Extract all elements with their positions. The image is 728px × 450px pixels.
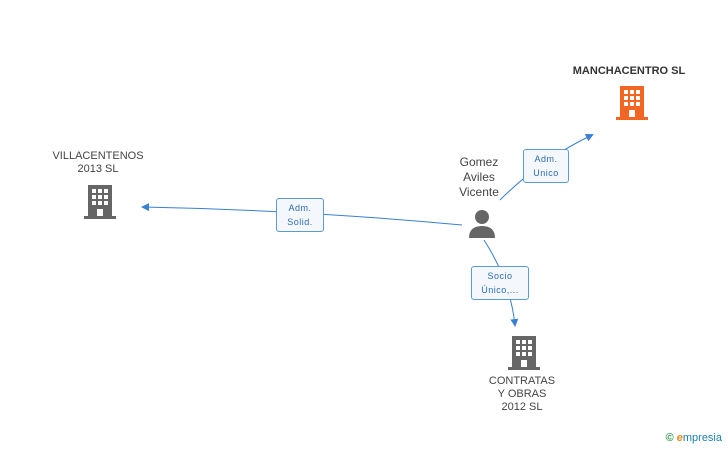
villacentenos-line1: VILLACENTENOS [52, 150, 144, 162]
building-icon[interactable] [508, 334, 540, 370]
brand-e: e [676, 432, 683, 444]
edge-label-socio-unico[interactable]: Socio Único,... [471, 266, 529, 300]
edge-label-line1: Adm. [288, 203, 312, 213]
edge-label-adm-solid[interactable]: Adm. Solid. [276, 198, 324, 232]
person-label[interactable]: Gomez Aviles Vicente [444, 155, 514, 200]
villacentenos-label[interactable]: VILLACENTENOS 2013 SL [48, 150, 148, 176]
edge-label-adm-unico[interactable]: Adm. Unico [523, 149, 569, 183]
edge-label-line2: Único,... [481, 285, 519, 295]
contratas-line3: 2012 SL [501, 401, 543, 413]
contratas-line1: CONTRATAS [488, 375, 556, 387]
empresia-logo[interactable]: © empresia [666, 432, 722, 444]
brand-name: mpresia [682, 432, 722, 444]
contratas-label[interactable]: CONTRATAS Y OBRAS 2012 SL [472, 375, 572, 414]
person-line1: Gomez [459, 155, 499, 169]
villacentenos-line2: 2013 SL [77, 163, 119, 175]
manchacentro-name: MANCHACENTRO SL [572, 65, 686, 77]
contratas-line2: Y OBRAS [497, 388, 547, 400]
manchacentro-label[interactable]: MANCHACENTRO SL [560, 65, 698, 78]
edge-label-line2: Unico [533, 168, 559, 178]
edge-label-line1: Socio [487, 271, 513, 281]
edge-label-line2: Solid. [287, 217, 313, 227]
person-icon[interactable] [467, 208, 497, 238]
building-icon[interactable] [616, 84, 648, 120]
edge-label-line1: Adm. [534, 154, 558, 164]
copyright-icon: © [665, 432, 674, 444]
person-line3: Vicente [459, 185, 499, 199]
person-line2: Aviles [463, 170, 495, 184]
building-icon[interactable] [84, 183, 116, 219]
